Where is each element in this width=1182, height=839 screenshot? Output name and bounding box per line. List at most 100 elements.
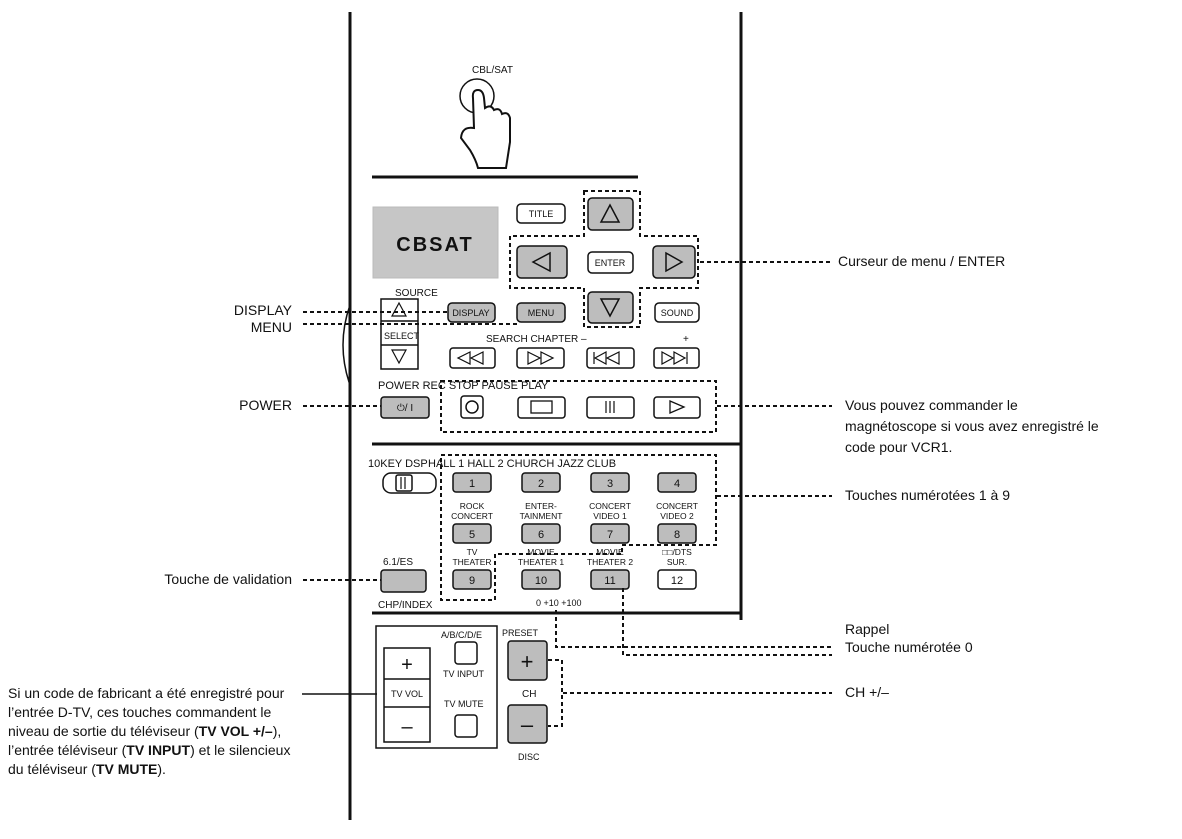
mode-label-bottom: TAINMENT [520, 511, 563, 521]
transport-header: POWER REC STOP PAUSE PLAY [378, 380, 549, 392]
tv-note-text-4: ). [157, 761, 166, 777]
tv-input-button[interactable] [454, 641, 478, 665]
sound-button[interactable] [654, 302, 700, 323]
callout-power: POWER [239, 397, 292, 413]
power-symbol: ⏻/ I [397, 403, 413, 414]
mode-label-bottom: THEATER [452, 557, 491, 567]
callout-num-keys: Touches numérotées 1 à 9 [845, 487, 1010, 503]
es-button[interactable] [380, 569, 427, 593]
tv-vol-label: TV VOL [391, 689, 423, 699]
mode-label-bottom: SUR. [667, 557, 687, 567]
lcd-display [372, 206, 499, 279]
tv-note-bold-vol: TV VOL +/– [198, 723, 273, 739]
menu-label: MENU [528, 308, 555, 318]
record-icon [465, 400, 479, 414]
search-chapter-label: SEARCH CHAPTER – [486, 334, 587, 345]
title-label: TITLE [529, 209, 554, 219]
callout-ch: CH +/– [845, 684, 889, 700]
number-key-label: 11 [604, 575, 615, 587]
display-button[interactable] [447, 302, 496, 323]
right-arrow-icon [665, 251, 684, 273]
stop-button[interactable] [517, 396, 566, 419]
tv-vol-plus-icon: + [401, 654, 413, 676]
number-key-7[interactable] [590, 523, 630, 544]
number-key-label: 7 [607, 529, 613, 541]
leader-rappel [622, 588, 832, 656]
number-key-9[interactable] [452, 569, 492, 590]
ch-highlight [548, 659, 563, 727]
number-key-10[interactable] [521, 569, 561, 590]
callout-validation: Touche de validation [164, 571, 292, 587]
power-button[interactable] [380, 396, 430, 419]
sound-modes-header: HALL 1 HALL 2 CHURCH JAZZ CLUB [428, 458, 616, 470]
number-key-1[interactable] [452, 472, 492, 493]
number-key-3[interactable] [590, 472, 630, 493]
cursor-down-button[interactable] [587, 291, 634, 324]
up-arrow-icon [599, 203, 621, 223]
mode-label-bottom: CONCERT [451, 511, 493, 521]
cursor-left-button[interactable] [516, 245, 568, 279]
cursor-up-button[interactable] [587, 197, 634, 231]
search-back-button[interactable] [449, 347, 496, 369]
number-key-11[interactable] [590, 569, 630, 590]
chapter-next-button[interactable] [653, 347, 700, 369]
switch-grip-icon [400, 477, 406, 489]
tv-input-label: TV INPUT [443, 669, 485, 679]
pause-icon [605, 401, 615, 413]
source-label: SOURCE [395, 288, 438, 299]
down-arrow-icon [599, 298, 621, 318]
tv-mute-button[interactable] [454, 714, 478, 738]
skip-forward-icon [661, 350, 688, 366]
cursor-right-button[interactable] [652, 245, 696, 279]
tv-note-bold-mute: TV MUTE [95, 761, 158, 777]
tv-note-text-1: Si un code de fabricant a été enregistré… [8, 685, 285, 739]
rec-button[interactable] [460, 395, 484, 419]
preset-label: PRESET [502, 628, 539, 638]
title-button[interactable] [516, 203, 566, 224]
source-up-icon [390, 301, 408, 317]
number-key-6[interactable] [521, 523, 561, 544]
mode-label-bottom: VIDEO 1 [593, 511, 627, 521]
callout-zero-key: Touche numérotée 0 [845, 639, 973, 655]
left-arrow-icon [531, 251, 551, 273]
callout-rappel: Rappel [845, 621, 890, 637]
number-key-5[interactable] [452, 523, 492, 544]
number-key-12[interactable] [657, 569, 697, 590]
mode-label-top: CONCERT [656, 501, 698, 511]
skip-back-icon [593, 350, 620, 366]
mode-label-top: TV [467, 547, 478, 557]
mode-label-bottom: THEATER 1 [518, 557, 564, 567]
play-button[interactable] [653, 396, 701, 419]
mode-label-top: MOVIE [596, 547, 624, 557]
callout-vcr-1: Vous pouvez commander le [845, 397, 1018, 413]
tv-note-text-2: ), l’entrée téléviseur ( [8, 723, 282, 758]
tv-vol-rocker[interactable] [383, 647, 431, 743]
sound-label: SOUND [661, 308, 694, 318]
source-select-rocker[interactable] [380, 298, 419, 370]
number-key-label: 9 [469, 575, 475, 587]
chapter-prev-button[interactable] [586, 347, 635, 369]
mode-label-top: ROCK [460, 501, 485, 511]
ch-minus-button[interactable] [507, 704, 548, 744]
ch-plus-button[interactable] [507, 640, 548, 681]
plus-label: + [683, 334, 689, 345]
number-key-label: 1 [469, 478, 475, 490]
stop-icon [530, 400, 553, 414]
callout-display: DISPLAY [233, 302, 292, 318]
number-key-label: 3 [607, 478, 613, 490]
lcd-text: CBSAT [396, 234, 473, 256]
number-key-2[interactable] [521, 472, 561, 493]
mode-label-bottom: THEATER 2 [587, 557, 633, 567]
menu-button[interactable] [516, 302, 566, 323]
number-key-label: 2 [538, 478, 544, 490]
number-key-label: 10 [535, 575, 547, 587]
number-key-8[interactable] [657, 523, 697, 544]
tenkey-label: 10KEY DSP [368, 458, 428, 470]
enter-button[interactable] [587, 251, 634, 274]
pressing-hand-icon [459, 88, 511, 169]
mode-label-top: CONCERT [589, 501, 631, 511]
cblsat-label: CBL/SAT [472, 65, 513, 76]
number-key-4[interactable] [657, 472, 697, 493]
select-label: SELECT [384, 331, 420, 341]
